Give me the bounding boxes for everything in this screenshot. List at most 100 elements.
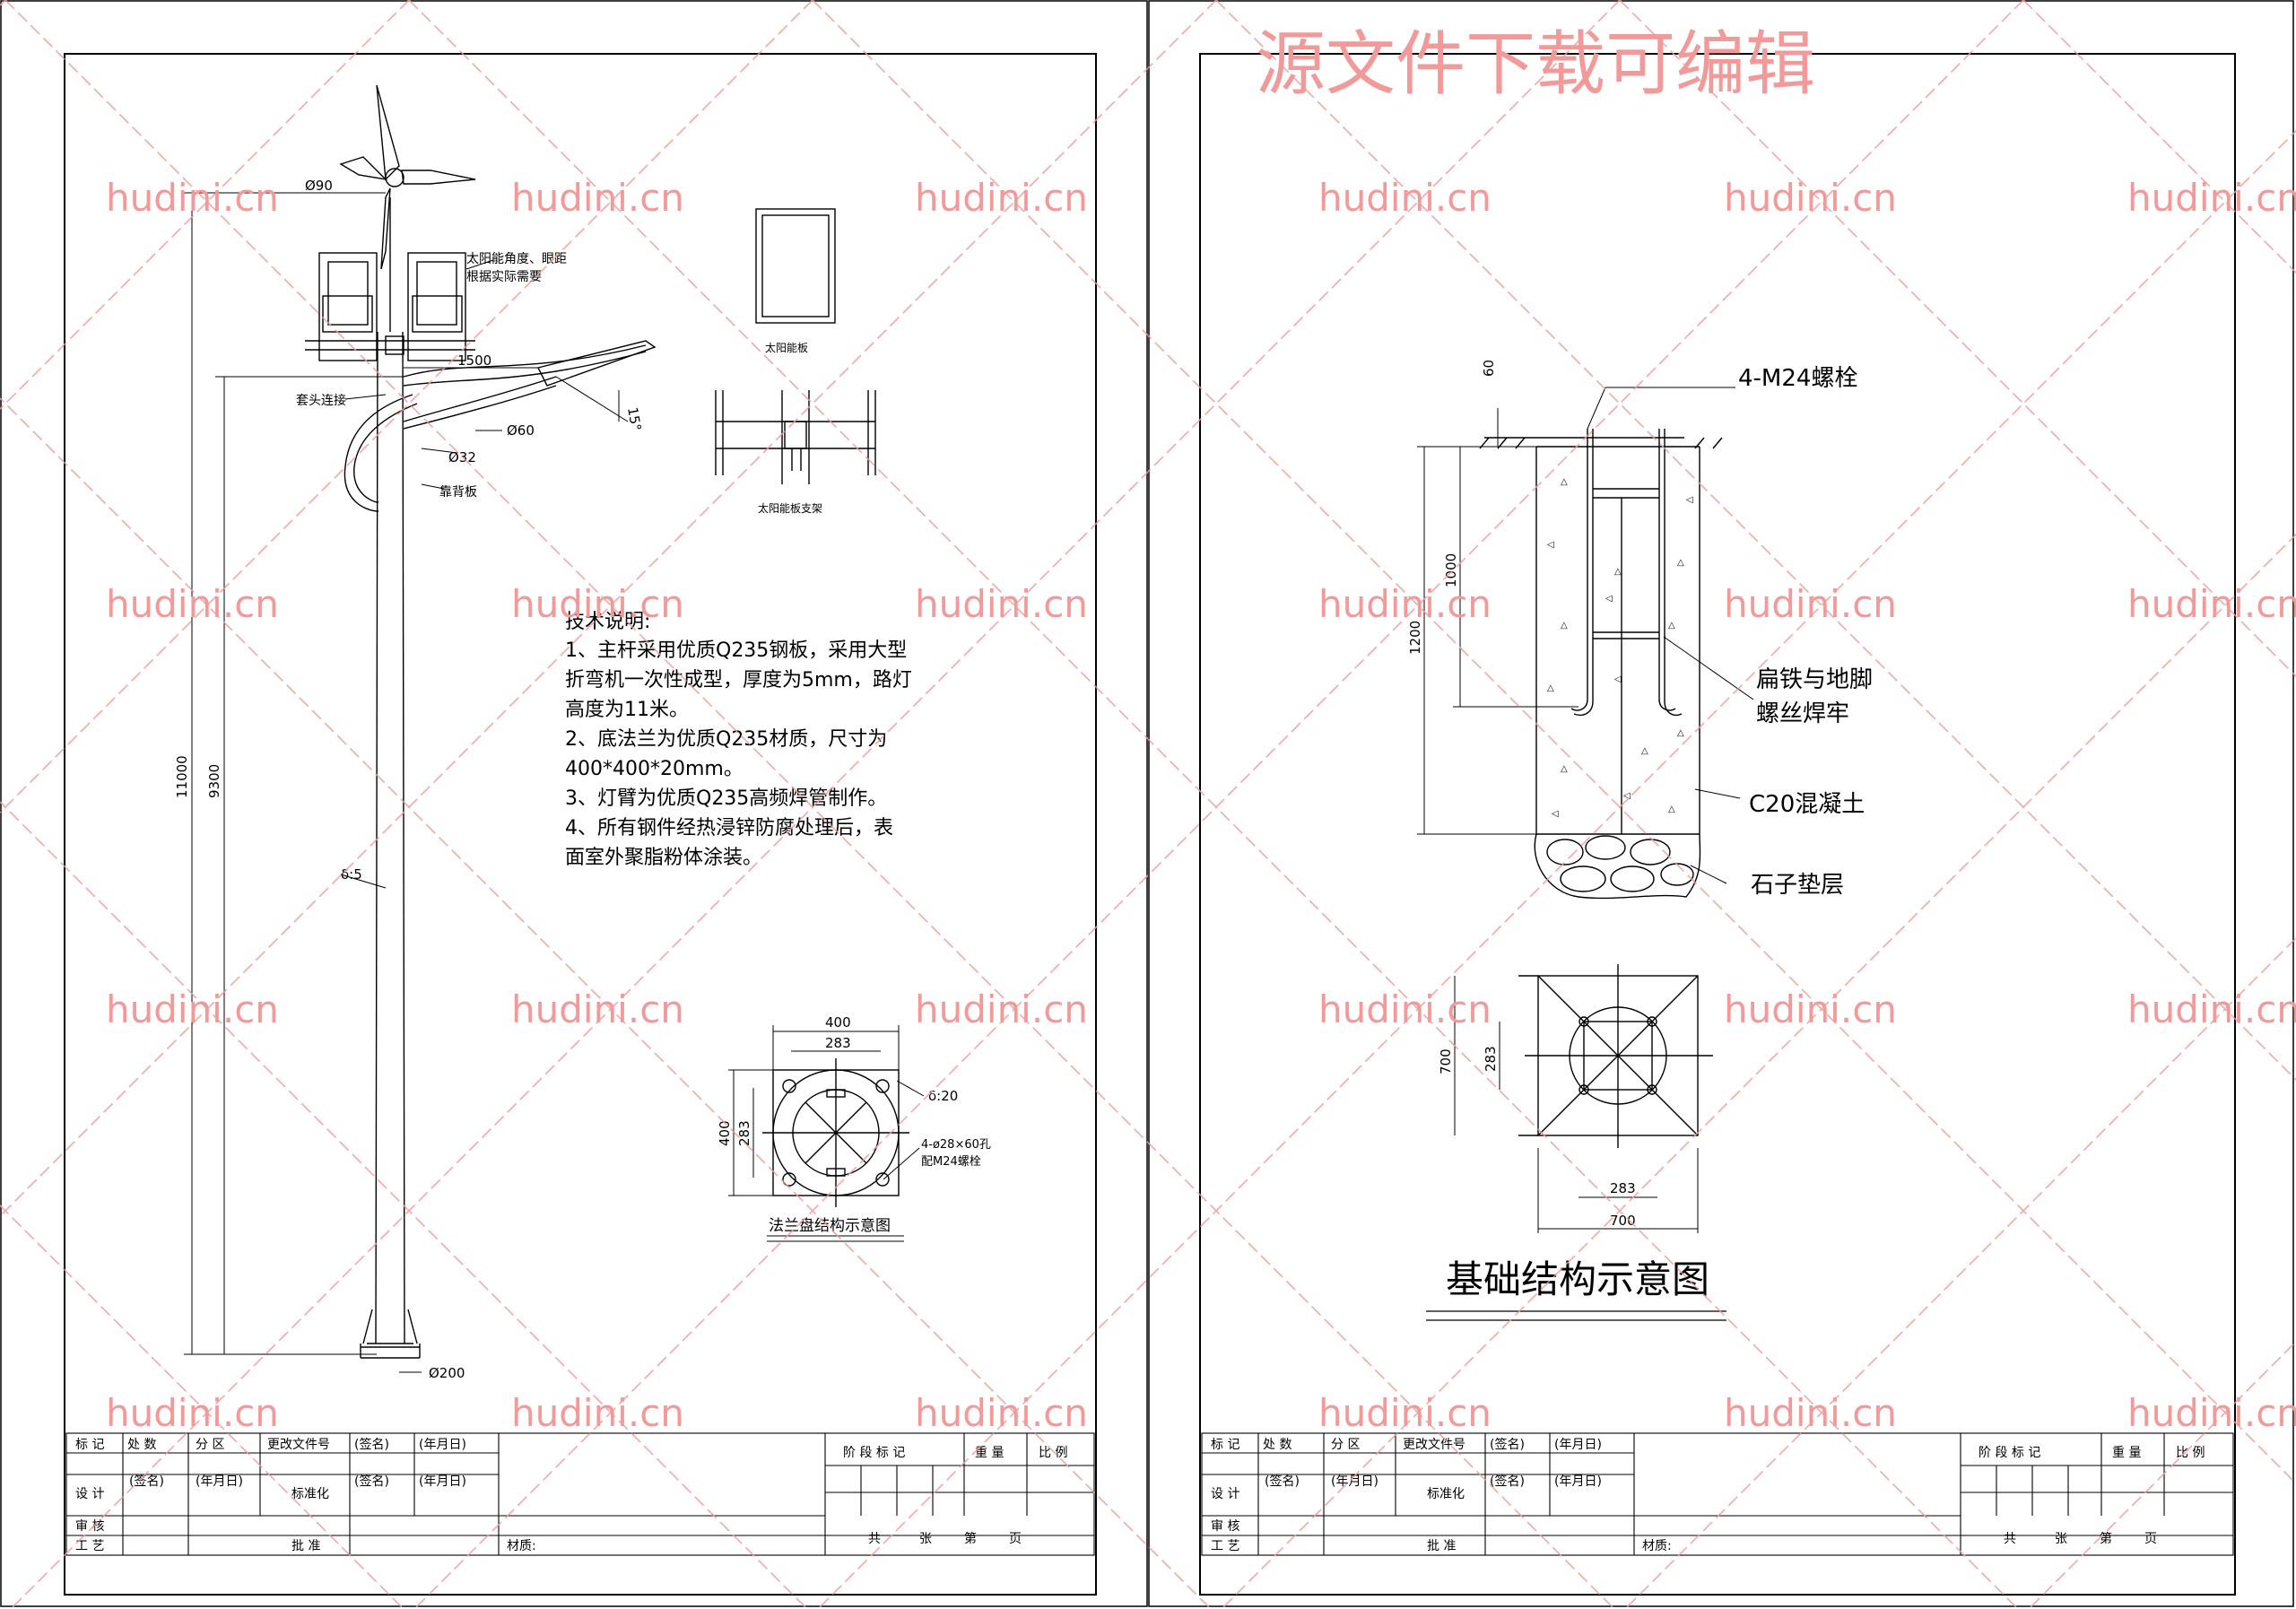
solar-panel-detail	[755, 208, 836, 324]
svg-text:△: △	[1561, 621, 1568, 631]
watermark-line	[10, 0, 1621, 1609]
watermark-texts: hudini.cn hudini.cn hudini.cn hudini.cn hudi…	[106, 176, 2296, 1435]
watermark-line	[817, 129, 2296, 1609]
watermark-site-text: hudini.cn	[1318, 582, 1492, 626]
dim-angle-15: 15°	[624, 406, 644, 432]
tech-notes: 技术说明: 1、主杆采用优质Q235钢板，采用大型 折弯机一次性成型，厚度为5m…	[565, 611, 912, 869]
flange-drawing	[762, 1058, 909, 1207]
svg-text:△: △	[1561, 477, 1568, 487]
watermark-site-text: hudini.cn	[1724, 987, 1897, 1031]
plan-dim-700-h: 700	[1610, 1213, 1636, 1229]
watermark-line	[1624, 936, 2296, 1609]
watermark-line	[0, 0, 1217, 1218]
title-block-left	[65, 1432, 1095, 1556]
tb-r-count: 处 数	[1263, 1438, 1292, 1452]
plan-dim-700-v: 700	[1438, 1048, 1454, 1074]
tb-weight: 重 量	[975, 1446, 1004, 1460]
tb-material: 材质:	[507, 1539, 536, 1553]
lamp-dimension-lines	[184, 192, 629, 1373]
foundation-section	[1479, 429, 1723, 900]
watermark-line	[0, 1204, 404, 1609]
tb-standard: 标准化	[291, 1487, 329, 1501]
flange-dim-400-top: 400	[825, 1014, 851, 1031]
tb-total: 共	[868, 1532, 881, 1546]
watermark-site-text: hudini.cn	[915, 582, 1088, 626]
svg-text:◁: ◁	[1623, 791, 1631, 801]
tb-r-approve: 批 准	[1427, 1539, 1456, 1553]
solar-panel-title: 太阳能板	[765, 341, 808, 354]
tb-r-sign-3: (签名)	[1490, 1474, 1525, 1489]
tb-approve: 批 准	[291, 1539, 320, 1553]
tb-r-page-suffix: 页	[2144, 1532, 2157, 1546]
svg-text:◁: ◁	[1605, 594, 1613, 604]
watermark-line	[4, 0, 1615, 1609]
svg-text:◁: ◁	[1547, 540, 1554, 550]
watermark-site-text: hudini.cn	[2127, 987, 2296, 1031]
watermark-site-text: hudini.cn	[2127, 1391, 2296, 1435]
label-sleeve: 套头连接	[296, 393, 346, 408]
dim-d200: Ø200	[429, 1365, 465, 1381]
tb-r-weight: 重 量	[2112, 1446, 2141, 1460]
fdn-dim-60: 60	[1481, 360, 1497, 377]
watermark-site-text: hudini.cn	[106, 582, 279, 626]
tb-r-process: 工 艺	[1211, 1539, 1239, 1553]
foundation-title: 基础结构示意图	[1446, 1257, 1709, 1301]
label-weld-2: 螺丝焊牢	[1756, 700, 1849, 727]
dim-delta5: δ:5	[341, 866, 362, 883]
watermark-line	[0, 0, 813, 814]
flange-texts: 400 283 400 283 δ:20 4-ø28×60孔 配M24螺栓 法兰…	[717, 1014, 991, 1235]
foundation-title-group: 基础结构示意图	[1426, 1257, 1726, 1321]
dim-d60: Ø60	[507, 422, 535, 439]
tech-note-line: 2、底法兰为优质Q235材质，尺寸为	[565, 728, 887, 751]
watermark-site-text: hudini.cn	[1724, 1391, 1897, 1435]
watermark-site-text: hudini.cn	[1318, 176, 1492, 220]
watermark-site-text: hudini.cn	[915, 987, 1088, 1031]
svg-text:△: △	[1668, 804, 1675, 814]
tb-r-page: 第	[2100, 1531, 2112, 1546]
tb-zone: 分 区	[196, 1438, 224, 1452]
tb-r-scale: 比 例	[2176, 1446, 2205, 1460]
tb-doc-no: 更改文件号	[267, 1438, 330, 1452]
watermark-line	[1619, 0, 2296, 678]
dim-9300: 9300	[206, 764, 222, 798]
title-block-left-texts: 标 记 处 数 分 区 更改文件号 (签名) (年月日) 阶 段 标 记 重 量…	[75, 1437, 1067, 1553]
tb-r-sheets: 张	[2055, 1532, 2067, 1546]
title-block-right	[1201, 1432, 2234, 1556]
plan-dim-283-v: 283	[1483, 1046, 1499, 1072]
svg-text:◁: ◁	[1614, 674, 1622, 684]
tb-sign: (签名)	[354, 1437, 389, 1452]
tb-process: 工 艺	[75, 1539, 104, 1553]
label-bolt: 4-M24螺栓	[1738, 365, 1857, 392]
svg-text:△: △	[1561, 764, 1568, 774]
foundation-dimension-lines	[1417, 387, 1754, 884]
tech-note-line: 折弯机一次性成型，厚度为5mm，路灯	[565, 669, 912, 691]
watermark-line	[0, 396, 1212, 1609]
tech-notes-title: 技术说明:	[565, 611, 650, 633]
watermark-line	[2022, 0, 2296, 274]
tb-page-suffix: 页	[1009, 1532, 1022, 1546]
tb-mark: 标 记	[75, 1438, 104, 1452]
tb-date-3: (年月日)	[419, 1474, 466, 1489]
plan-dim-283-h: 283	[1610, 1180, 1636, 1196]
label-weld-1: 扁铁与地脚	[1756, 666, 1873, 693]
watermark-line	[2028, 1340, 2296, 1609]
tb-sign-2: (签名)	[129, 1474, 164, 1489]
flange-title: 法兰盘结构示意图	[769, 1217, 891, 1235]
tb-date-2: (年月日)	[196, 1474, 243, 1489]
tb-r-sign: (签名)	[1490, 1437, 1525, 1452]
label-gravel: 石子垫层	[1751, 872, 1844, 899]
tb-r-material: 材质:	[1642, 1539, 1672, 1553]
tech-note-line: 400*400*20mm。	[565, 758, 744, 780]
watermark-site-text: hudini.cn	[106, 987, 279, 1031]
watermark-site-text: hudini.cn	[1318, 1391, 1492, 1435]
fdn-dim-1000: 1000	[1443, 553, 1459, 587]
flange-dim-400-left: 400	[717, 1120, 733, 1146]
watermark-site-text: hudini.cn	[511, 1391, 684, 1435]
watermark-line	[812, 0, 2296, 1485]
watermark-line	[413, 0, 2024, 1609]
watermark-site-text: hudini.cn	[511, 987, 684, 1031]
tb-r-sign-2: (签名)	[1265, 1474, 1300, 1489]
tb-r-mark: 标 记	[1211, 1438, 1239, 1452]
tech-note-line: 4、所有钢件经热浸锌防腐处理后，表	[565, 817, 893, 839]
